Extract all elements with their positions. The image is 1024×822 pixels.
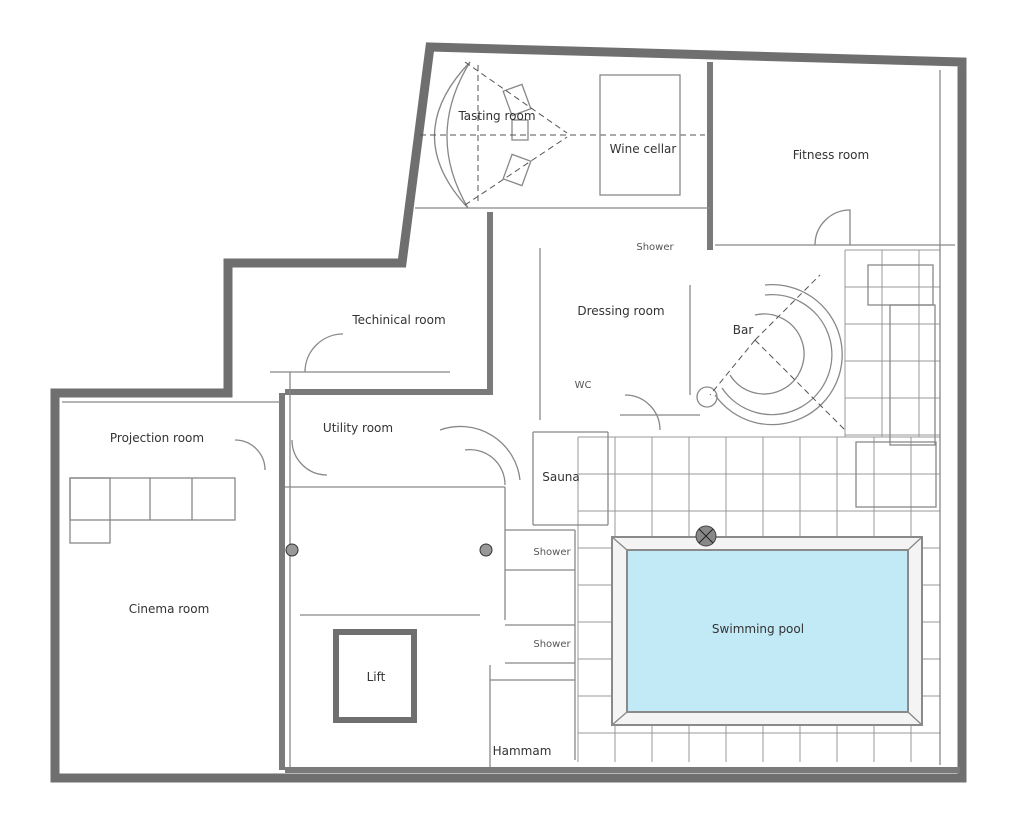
label-technical-room: Techinical room (351, 313, 445, 327)
pool-corner (611, 711, 628, 726)
pool-corner (611, 536, 628, 551)
label-shower-low: Shower (533, 639, 571, 650)
lift-shaft (333, 629, 417, 723)
label-tasting-room: Tasting room (457, 109, 535, 123)
lounge-sofa (855, 264, 937, 508)
columns (285, 543, 493, 557)
label-sauna: Sauna (542, 470, 580, 484)
label-projection-room: Projection room (110, 431, 204, 445)
interior-walls (62, 62, 960, 773)
label-fitness-room: Fitness room (793, 148, 869, 162)
pool-corner (907, 711, 923, 726)
bar-counter (696, 274, 846, 431)
spiral-staircase (439, 425, 521, 486)
tasting-room-furniture (420, 61, 705, 209)
label-wine-cellar: Wine cellar (610, 142, 677, 156)
label-shower-top: Shower (636, 242, 674, 253)
label-lift: Lift (367, 670, 386, 684)
label-utility-room: Utility room (323, 421, 393, 435)
cinema-sofa (69, 477, 236, 544)
pool-drain-icon (695, 525, 717, 547)
label-bar: Bar (733, 323, 754, 337)
label-swimming-pool: Swimming pool (712, 622, 804, 636)
label-hammam: Hammam (493, 744, 552, 758)
doors (234, 209, 851, 476)
label-dressing-room: Dressing room (577, 304, 664, 318)
swimming-pool (626, 549, 909, 713)
label-shower-mid: Shower (533, 547, 571, 558)
label-wc: WC (575, 380, 592, 391)
pool-corner (907, 536, 923, 551)
exterior-wall (50, 42, 967, 783)
label-cinema-room: Cinema room (129, 602, 210, 616)
